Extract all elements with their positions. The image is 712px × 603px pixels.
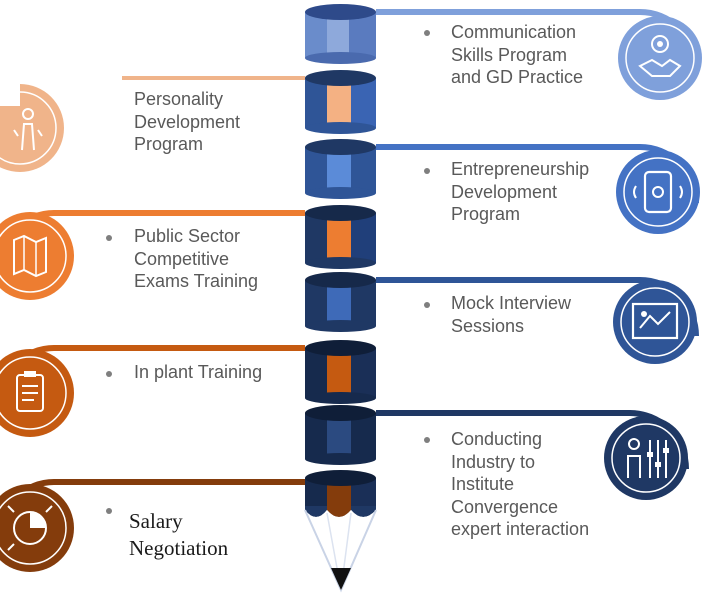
bullet-industry [424, 437, 430, 443]
label-personality: Personality Development Program [134, 89, 241, 154]
label-in-plant: In plant Training [134, 362, 263, 382]
pencil-segment-5 [305, 272, 376, 332]
pencil-segment-1 [305, 4, 376, 64]
pencil-segment-6 [305, 340, 376, 404]
pencil-segment-7 [305, 405, 376, 465]
people-icon [0, 72, 64, 172]
bullet-public-sector [106, 235, 112, 241]
pencil-segment-2 [305, 70, 376, 134]
pie-chart-icon [0, 484, 74, 572]
bullet-salary [106, 508, 112, 514]
presentation-board-icon [613, 280, 697, 364]
bullet-in-plant [106, 371, 112, 377]
pencil-tip [304, 509, 377, 593]
person-controls-icon [604, 416, 688, 500]
pencil-segment-8 [305, 470, 376, 517]
map-icon [0, 212, 74, 300]
label-public-sector: Public Sector Competitive Exams Training [134, 226, 259, 291]
label-communication: Communication Skills Program and GD Prac… [451, 22, 584, 87]
pencil-segment-4 [305, 205, 376, 269]
bullet-communication [424, 30, 430, 36]
label-industry: Conducting Industry to Institute Converg… [451, 429, 590, 539]
label-mock-interview: Mock Interview Sessions [451, 293, 572, 336]
label-salary: Salary Negotiation [129, 509, 229, 560]
pencil-segment-3 [305, 139, 376, 199]
handshake-gear-icon [618, 16, 702, 100]
bullet-mock-interview [424, 302, 430, 308]
smartphone-icon [616, 150, 700, 234]
clipboard-icon [0, 349, 74, 437]
bullet-entrepreneurship [424, 168, 430, 174]
label-entrepreneurship: Entrepreneurship Development Program [451, 159, 590, 224]
